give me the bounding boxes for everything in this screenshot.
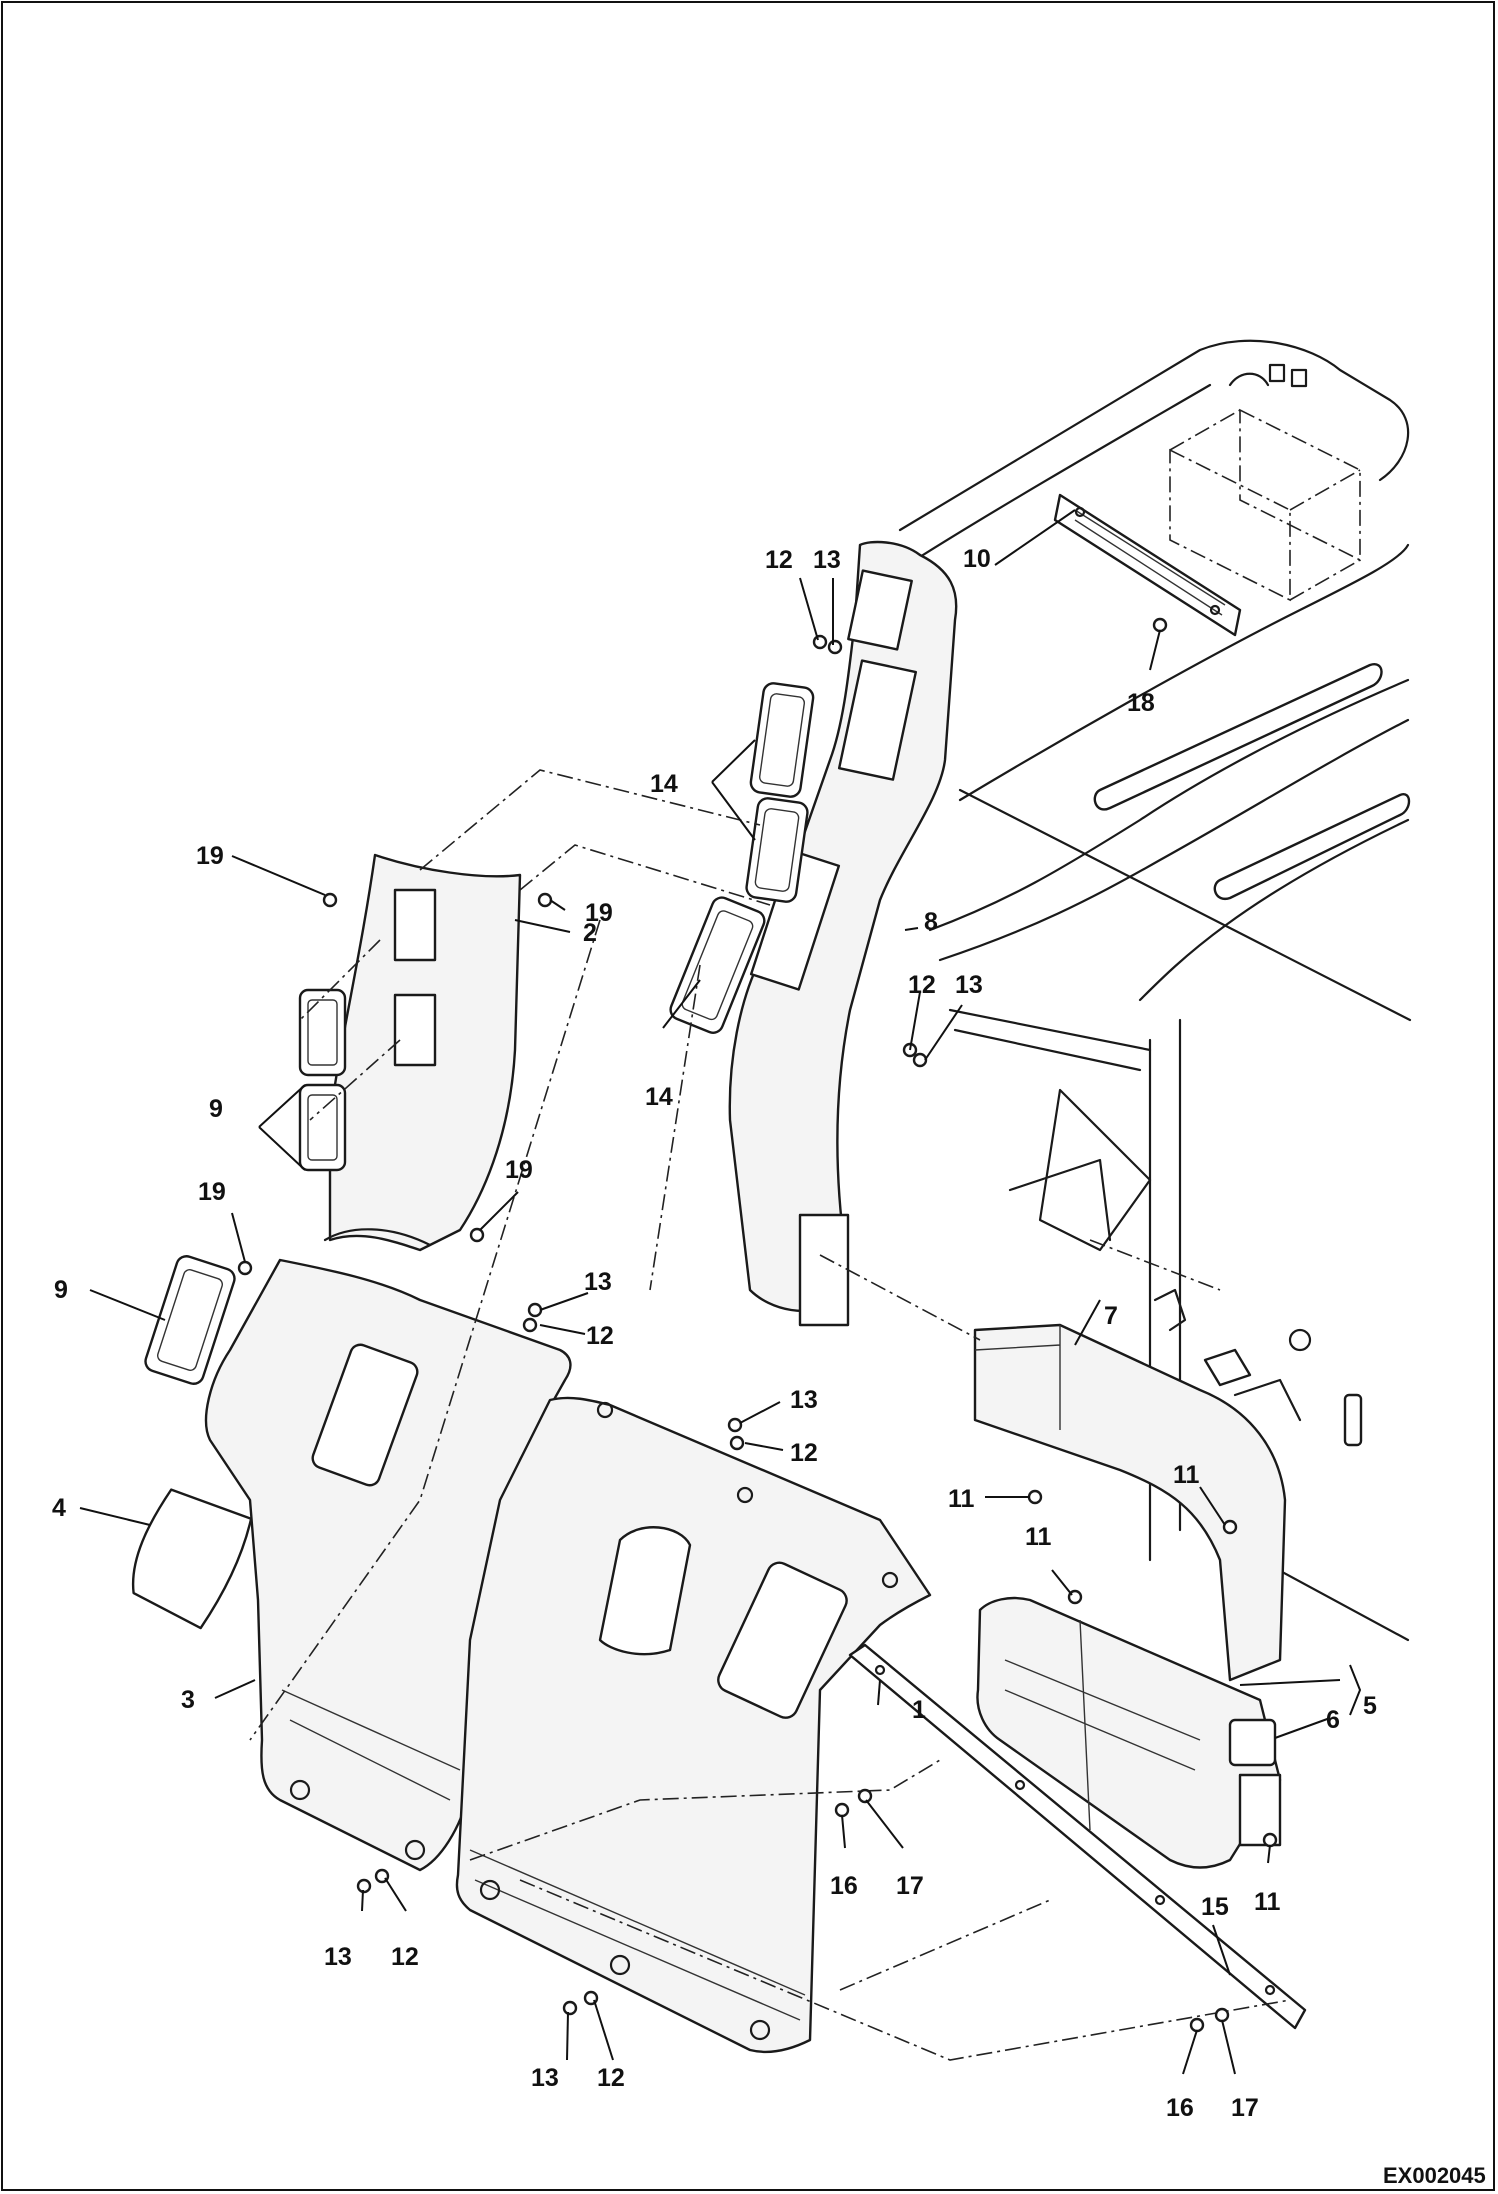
part-14-vent-gaskets	[669, 682, 815, 1034]
callout-1: 1	[912, 1696, 926, 1724]
callout-7: 7	[1104, 1302, 1118, 1330]
callout-18: 18	[1127, 689, 1155, 717]
callout-5: 5	[1363, 1692, 1377, 1720]
callout-12-d: 12	[597, 2064, 625, 2092]
callout-19-b: 19	[585, 899, 613, 927]
callout-11-d: 11	[1254, 1888, 1281, 1916]
fasteners	[237, 617, 1278, 2033]
callout-14-a: 14	[650, 770, 678, 798]
callout-11-c: 11	[1025, 1523, 1052, 1551]
callout-13-e: 13	[813, 546, 841, 574]
callout-12-f: 12	[908, 971, 936, 999]
callout-16-a: 16	[830, 1872, 858, 1900]
callout-2: 2	[583, 919, 597, 947]
part-2-upper-pillar-trim	[323, 853, 522, 1252]
callout-17-a: 17	[896, 1872, 924, 1900]
callout-4: 4	[52, 1494, 66, 1522]
callout-17-b: 17	[1231, 2094, 1259, 2122]
callout-9-a: 9	[209, 1095, 223, 1123]
callout-10: 10	[963, 545, 991, 573]
assembly-lines	[249, 769, 1291, 2061]
callout-8: 8	[924, 908, 938, 936]
callout-6: 6	[1326, 1706, 1340, 1734]
callout-16-b: 16	[1166, 2094, 1194, 2122]
callout-15: 15	[1201, 1893, 1229, 1921]
callout-labels: 19 19 2 9 19 19 9 4 3 1 13 12 13 12 13 1…	[52, 545, 1486, 2188]
part-1-main-rear-panel	[455, 1396, 932, 2054]
part-15-strip	[848, 1643, 1307, 2030]
callout-11-a: 11	[948, 1485, 975, 1513]
part-4-cover	[131, 1488, 253, 1630]
callout-3: 3	[181, 1686, 195, 1714]
callout-11-b: 11	[1173, 1461, 1200, 1489]
part-9-vent-grilles	[144, 988, 347, 1385]
callout-19-c: 19	[198, 1178, 226, 1206]
callout-13-a: 13	[584, 1268, 612, 1296]
drawing-id: EX002045	[1383, 2163, 1486, 2188]
part-7-duct	[973, 1323, 1287, 1682]
part-5-blower-assembly	[976, 1596, 1282, 1869]
leader-lines	[79, 509, 1362, 2075]
brackets-misc	[1153, 1288, 1363, 1447]
callout-19-d: 19	[505, 1156, 533, 1184]
part-8-vertical-air-duct	[728, 540, 958, 1327]
callout-14-b: 14	[645, 1083, 673, 1111]
callout-19-a: 19	[196, 842, 224, 870]
callout-13-f: 13	[955, 971, 983, 999]
callout-12-e: 12	[765, 546, 793, 574]
callout-12-b: 12	[790, 1439, 818, 1467]
callout-9-b: 9	[54, 1276, 68, 1304]
callout-13-b: 13	[790, 1386, 818, 1414]
callout-13-d: 13	[531, 2064, 559, 2092]
callout-13-c: 13	[324, 1943, 352, 1971]
callout-12-c: 12	[391, 1943, 419, 1971]
callout-12-a: 12	[586, 1322, 614, 1350]
part-10-roof-grille	[1053, 493, 1242, 637]
